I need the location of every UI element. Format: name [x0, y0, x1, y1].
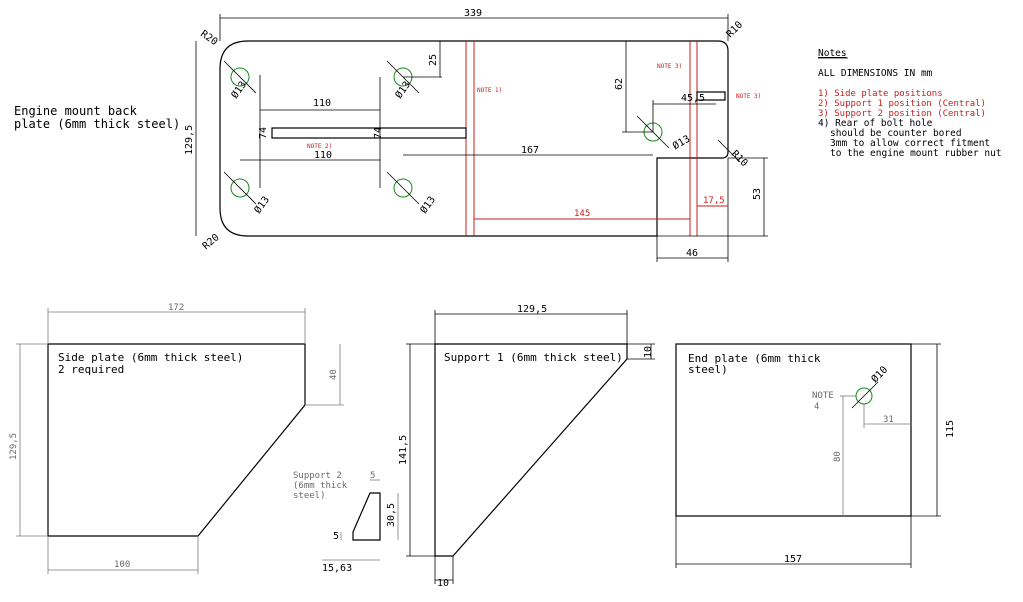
notes-line: should be counter bored: [830, 128, 962, 139]
notes-red-line: 1) Side plate positions: [818, 89, 943, 99]
dim-side-left: 129,5: [9, 433, 19, 460]
hole-diameter-label: Ø13: [671, 133, 693, 152]
note2-label: NOTE 2): [307, 143, 332, 150]
side-plate-outline: [47, 343, 306, 537]
dim-step-width: 46: [686, 248, 698, 259]
dim-support1-top: 129,5: [517, 304, 547, 315]
notes-line: ALL DIMENSIONS IN mm: [818, 68, 933, 79]
end-plate-note-label: NOTE: [812, 391, 834, 401]
dim-right-hole-span: 167: [521, 145, 539, 156]
dim-side-top: 172: [168, 303, 184, 313]
support1-title: Support 1 (6mm thick steel): [444, 351, 623, 364]
dim-side-bottom: 100: [114, 560, 130, 570]
dim-support2-left: 5: [333, 531, 339, 542]
dim-right-hole-height: 62: [614, 78, 625, 90]
support1-slot: [271, 127, 467, 139]
end-plate-view: End plate (6mm thick steel) NOTE 4 Ø10 8…: [675, 343, 956, 568]
notes-red-line: 2) Support 1 position (Central): [818, 99, 986, 109]
bolt-hole: Ø13: [386, 60, 420, 101]
bolt-hole: Ø13: [386, 171, 438, 216]
back-plate-title-line1: Engine mount back: [14, 104, 138, 118]
notes-red-line: 3) Support 2 position (Central): [818, 109, 986, 119]
dim-support2-bottom: 15,63: [322, 563, 352, 574]
notes-line: 3mm to allow correct fitment: [830, 138, 990, 149]
dim-bottom-radius-left: R20: [201, 232, 222, 252]
note1-label: NOTE 1): [477, 87, 502, 94]
dim-support2-right: 30,5: [386, 503, 397, 527]
side-plate-title-line2: 2 required: [58, 363, 124, 376]
dim-overall-height: 129,5: [184, 125, 195, 155]
support2-slot: [696, 91, 726, 101]
dim-end-hole-x: 31: [883, 415, 894, 425]
dim-step-height: 53: [752, 188, 763, 200]
dim-vertical-mid: 74: [373, 127, 384, 139]
hole-diameter-label: Ø13: [418, 194, 438, 216]
dim-hole-spacing-top: 110: [313, 98, 331, 109]
support2-view: Support 2 (6mm thick steel) 5 30,5 5 15,…: [293, 471, 399, 574]
dim-top-offset: 25: [428, 54, 439, 66]
end-plate-title-line1: End plate (6mm thick: [688, 352, 821, 365]
note3-label-right: NOTE 3): [736, 93, 761, 100]
dim-red-span: 145: [574, 209, 590, 219]
dim-support1-right: 10: [643, 346, 654, 358]
support2-label-line2: (6mm thick: [293, 481, 348, 491]
notes-heading: Notes: [818, 48, 847, 59]
support2-label-line1: Support 2: [293, 471, 342, 481]
dim-end-bottom: 157: [784, 554, 802, 565]
bolt-hole: Ø13: [223, 60, 257, 101]
support1-outline: [434, 343, 628, 557]
back-plate-title-line2: plate (6mm thick steel): [14, 117, 180, 131]
notes-block: Notes ALL DIMENSIONS IN mm 1) Side plate…: [818, 48, 1002, 159]
back-plate-view: Engine mount back plate (6mm thick steel…: [14, 8, 768, 262]
notes-line: to the engine mount rubber nut: [830, 148, 1002, 159]
dim-overall-width: 339: [464, 8, 482, 19]
dim-side-right: 40: [329, 369, 339, 380]
support1-view: Support 1 (6mm thick steel) 129,5 141,5 …: [398, 304, 655, 589]
dim-vertical-left: 74: [258, 127, 269, 139]
dim-top-radius-left: R20: [198, 29, 219, 48]
dim-support1-bottom: 10: [437, 578, 449, 589]
dim-end-right: 115: [945, 420, 956, 438]
bolt-hole: Ø13: [223, 171, 272, 216]
notes-line: 4) Rear of bolt hole: [818, 118, 933, 129]
dim-hole-spacing-bottom: 110: [314, 150, 332, 161]
hole-diameter-label: Ø13: [252, 194, 272, 216]
hole-diameter-label: Ø13: [229, 79, 249, 101]
support2-label-line3: steel): [293, 491, 326, 501]
dim-right-gap: 17,5: [703, 196, 725, 206]
bolt-hole: Ø13: [636, 115, 693, 152]
note3-label: NOTE 3): [657, 63, 682, 70]
end-plate-hole-diameter: Ø10: [869, 364, 890, 385]
side-plate-title-line1: Side plate (6mm thick steel): [58, 351, 243, 364]
dim-right-radius: R10: [729, 149, 750, 170]
end-plate-title-line2: steel): [688, 363, 728, 376]
end-plate-note-number: 4: [814, 402, 819, 412]
side-plate-view: Side plate (6mm thick steel) 2 required …: [9, 303, 344, 574]
end-plate-outline: [675, 343, 912, 517]
dim-end-hole-y: 80: [833, 451, 843, 462]
support2-outline: [352, 492, 381, 541]
dim-support2-top: 5: [370, 471, 375, 481]
end-plate-hole: Ø10: [851, 364, 890, 409]
dim-right-hole-offset: 45,5: [681, 93, 705, 104]
back-plate-outline: [219, 40, 729, 237]
dim-support1-left: 141,5: [398, 435, 409, 465]
